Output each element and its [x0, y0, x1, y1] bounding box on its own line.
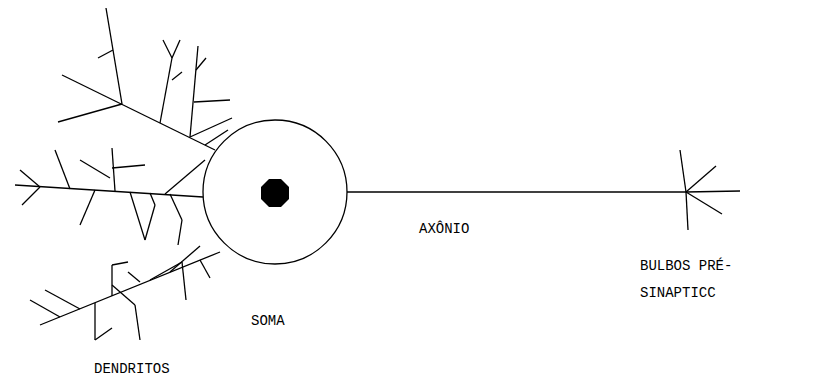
part-label: AXÔNIO — [419, 216, 469, 243]
dendrites — [15, 8, 232, 340]
part-label: DENDRITOS — [94, 356, 170, 383]
nucleus — [261, 179, 289, 207]
terminal-branches — [680, 150, 740, 230]
soma-circle — [203, 120, 347, 264]
part-label: BULBOS PRÉ-SINAPTICC — [640, 253, 770, 306]
part-label: SOMA — [251, 308, 285, 335]
axon-line — [347, 191, 686, 192]
